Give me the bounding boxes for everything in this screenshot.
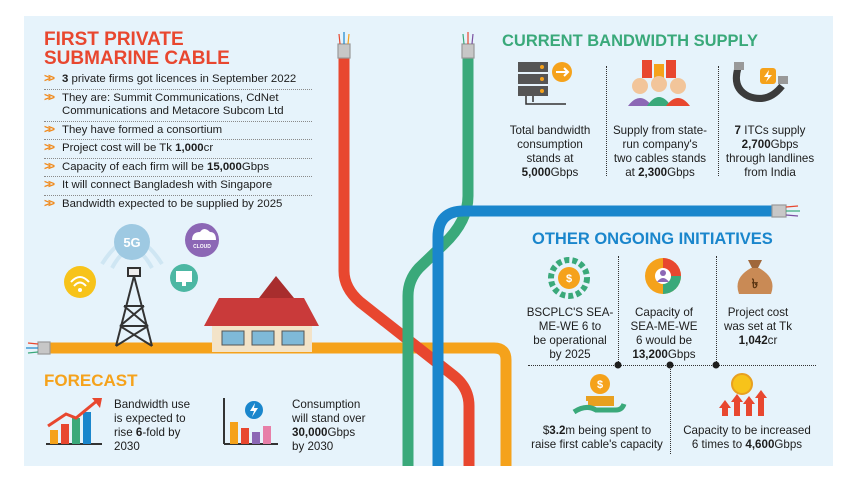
forecast-item-1: Bandwidth use is expected to rise 6-fold… — [114, 398, 191, 453]
bandwidth-item-2: Supply from state- run company's two cab… — [612, 124, 708, 179]
title-line2: SUBMARINE CABLE — [44, 48, 230, 69]
bandwidth-item-3: 7 ITCs supply 2,700Gbps through landline… — [725, 124, 815, 179]
people-icon — [628, 60, 690, 106]
chevron-right-icon: >> — [44, 158, 55, 173]
initiative-item-2: Capacity of SEA-ME-WE 6 would be 13,200G… — [630, 306, 698, 361]
cable-plug-icon — [732, 62, 788, 102]
divider — [618, 256, 619, 364]
tower-house-illustration: 5G CLOUD — [64, 223, 319, 352]
cable-tip-red — [337, 32, 351, 59]
bar-growth-icon — [46, 398, 102, 445]
fact-item: >>It will connect Bangladesh with Singap… — [44, 177, 312, 196]
fact-item: >>3 private firms got licences in Septem… — [44, 71, 312, 90]
divider — [670, 366, 671, 454]
svg-text:$: $ — [566, 273, 572, 285]
initiative-item-4: $3.2m being spent to raise first cable's… — [531, 424, 663, 451]
chevron-right-icon: >> — [44, 195, 55, 210]
chevron-right-icon: >> — [44, 140, 55, 154]
svg-text:৳: ৳ — [752, 276, 759, 291]
cable-tip-orange — [26, 341, 51, 355]
fact-item: >>Bandwidth expected to be supplied by 2… — [44, 195, 283, 210]
fact-item: >>They are: Summit Communications, CdNet… — [44, 90, 312, 122]
gear-dollar-icon: $ — [548, 257, 590, 299]
chevron-right-icon: >> — [44, 71, 55, 85]
initiative-item-3: Project cost was set at Tk 1,042cr — [723, 306, 793, 347]
cell-tower-icon — [115, 267, 153, 347]
chevron-right-icon: >> — [44, 89, 55, 104]
server-icon — [518, 62, 572, 105]
forecast-item-2: Consumption will stand over 30,000Gbps b… — [292, 398, 366, 453]
cable-tip-green — [461, 32, 475, 59]
chevron-right-icon: >> — [44, 177, 55, 191]
forecast-title: FORECAST — [44, 371, 138, 390]
coins-hand-icon: $ — [572, 374, 627, 415]
money-bag-icon: ৳ — [737, 260, 773, 294]
coin-rising-bars-icon — [719, 373, 767, 416]
infographic-panel: FIRST PRIVATE SUBMARINE CABLE >>3 privat… — [24, 16, 833, 466]
divider — [718, 66, 719, 176]
facts-list: >>3 private firms got licences in Septem… — [44, 71, 312, 213]
chevron-right-icon: >> — [44, 121, 55, 136]
house-icon — [204, 276, 319, 352]
initiative-item-5: Capacity to be increased 6 times to 4,60… — [683, 424, 811, 451]
initiative-item-1: BSCPLC'S SEA- ME-WE 6 to be operational … — [526, 306, 614, 361]
cables — [26, 32, 800, 466]
title-line1: FIRST PRIVATE — [44, 29, 184, 50]
5g-icon — [114, 224, 150, 260]
orange-cable — [46, 342, 512, 466]
svg-text:CLOUD: CLOUD — [193, 244, 211, 250]
5g-label: 5G — [123, 235, 140, 250]
fact-item: >>They have formed a consortium — [44, 121, 312, 140]
svg-text:$: $ — [597, 379, 603, 391]
connector-dots — [614, 361, 720, 369]
initiatives-title: OTHER ONGOING INITIATIVES — [532, 230, 773, 248]
bandwidth-item-1: Total bandwidth consumption stands at 5,… — [509, 124, 591, 179]
divider — [606, 66, 607, 176]
pie-people-icon — [645, 258, 681, 294]
blue-cable — [432, 205, 778, 466]
cable-tip-blue — [771, 204, 800, 218]
fact-item: >>Project cost will be Tk 1,000cr — [44, 140, 312, 159]
divider — [716, 256, 717, 364]
fact-item: >>Capacity of each firm will be 15,000Gb… — [44, 158, 312, 177]
bandwidth-title: CURRENT BANDWIDTH SUPPLY — [502, 32, 759, 50]
consumption-chart-icon — [223, 398, 278, 445]
